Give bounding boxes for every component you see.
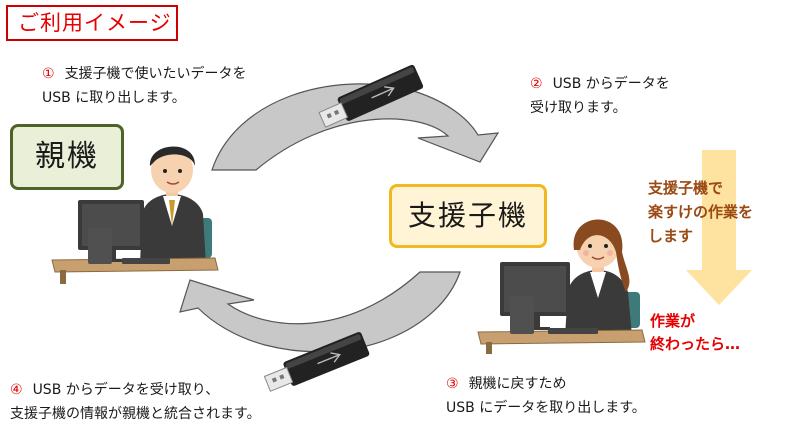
child-work-note-line: します — [648, 227, 694, 245]
child-work-note-line: 楽すけの作業を — [648, 203, 754, 221]
step-3-line1: 親機に戻すため — [468, 376, 567, 392]
step-4-caption: ④ USB からデータを受け取り、 支援子機の情報が親機と統合されます。 — [10, 378, 261, 426]
child-device-label: 支援子機 — [389, 184, 547, 248]
page-title: ご利用イメージ — [6, 5, 178, 41]
step-2-line2: 受け取ります。 — [530, 100, 627, 116]
step-1-line2: USB に取り出します。 — [42, 90, 186, 106]
step-4-line2: 支援子機の情報が親機と統合されます。 — [10, 406, 261, 422]
bottom-flow-arrow-icon — [179, 271, 461, 353]
step-1-caption: ① 支援子機で使いたいデータを USB に取り出します。 — [42, 62, 247, 110]
work-done-note-line: 作業が — [650, 312, 696, 330]
usb-stick-icon — [318, 64, 424, 128]
pc-icon — [477, 262, 646, 354]
usb-stick-icon — [263, 332, 370, 392]
work-done-note: 作業が 終わったら… — [650, 310, 740, 356]
work-done-note-line: 終わったら… — [650, 335, 741, 353]
step-1-line1: 支援子機で使いたいデータを — [64, 66, 247, 82]
step-3-number: ③ — [446, 376, 459, 392]
child-work-note: 支援子機で 楽すけの作業を します — [648, 176, 753, 248]
step-1-number: ① — [42, 66, 55, 82]
step-2-line1: USB からデータを — [552, 76, 670, 92]
top-flow-arrow-icon — [211, 83, 500, 171]
child-work-note-line: 支援子機で — [648, 179, 724, 197]
step-4-number: ④ — [10, 382, 23, 398]
step-4-line1: USB からデータを受け取り、 — [32, 382, 220, 398]
step-3-line2: USB にデータを取り出します。 — [446, 400, 646, 416]
office-man-icon — [140, 146, 212, 265]
office-woman-icon — [565, 219, 640, 336]
step-3-caption: ③ 親機に戻すため USB にデータを取り出します。 — [446, 372, 646, 420]
step-2-caption: ② USB からデータを 受け取ります。 — [530, 72, 670, 120]
parent-device-label: 親機 — [10, 124, 124, 190]
step-2-number: ② — [530, 76, 543, 92]
pc-icon — [51, 200, 219, 284]
down-arrow-icon — [686, 150, 752, 305]
